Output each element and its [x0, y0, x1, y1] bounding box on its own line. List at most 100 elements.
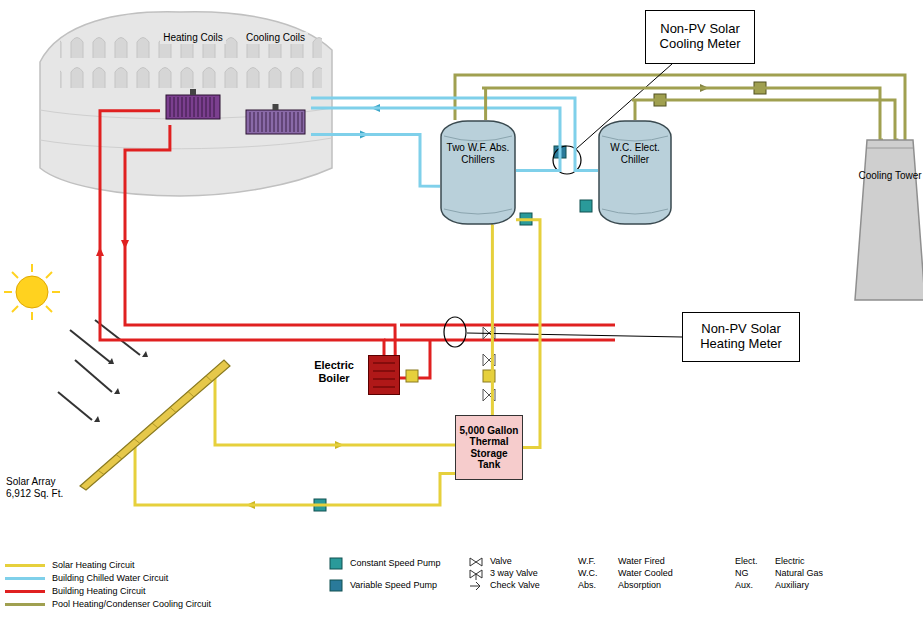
node-outline — [368, 355, 400, 395]
illustration-part — [75, 360, 112, 392]
node-outline-part — [206, 97, 207, 117]
node-outline — [598, 120, 672, 225]
legend-text: Building Chilled Water Circuit — [52, 573, 168, 583]
legend-swatch — [5, 603, 45, 606]
node-outline-part — [194, 97, 195, 117]
legend-text: Variable Speed Pump — [350, 580, 437, 590]
abbreviation-key: Electric — [775, 556, 805, 567]
legend-entry: Pool Heating/Condenser Cooling Circuit — [52, 599, 211, 610]
pipe-connector — [311, 108, 560, 170]
node-outline-part — [302, 112, 303, 132]
legend-entry: Solar Heating Circuit — [52, 560, 135, 571]
node-outline-part — [274, 112, 275, 132]
abbreviation-key: W.C. — [578, 568, 598, 579]
node-outline-part — [190, 97, 191, 117]
illustration-part — [40, 12, 332, 196]
node-outline-part — [202, 97, 203, 117]
node-outline-part — [134, 439, 140, 444]
node-outline-part — [188, 392, 194, 398]
illustration-part — [70, 330, 110, 362]
legend-entry: Valve — [490, 556, 512, 567]
node-outline-part — [266, 112, 267, 132]
node-outline-part — [178, 97, 179, 117]
legend-text: Building Heating Circuit — [52, 586, 146, 596]
abbreviation-key: Natural Gas — [775, 568, 823, 579]
node-outline — [240, 30, 311, 140]
illustration-part — [4, 264, 60, 320]
node-outline-part — [98, 470, 104, 474]
abbreviation-key: W.F. — [578, 556, 596, 567]
illustration-part — [330, 558, 342, 569]
illustration-part — [470, 582, 480, 590]
pipe-connector — [215, 376, 455, 445]
node-outline-part — [174, 97, 175, 117]
node-outline-part — [182, 97, 183, 117]
node-outline-part — [262, 112, 263, 132]
coil-unit: Heating Coils — [160, 30, 226, 125]
node-outline-part — [166, 95, 220, 119]
pipe-connector — [125, 125, 395, 355]
node-outline-part — [855, 140, 923, 300]
legend-entry: Building Chilled Water Circuit — [52, 573, 168, 584]
legend-text: Pool Heating/Condenser Cooling Circuit — [52, 599, 211, 609]
illustration-part — [12, 272, 18, 278]
legend-entry: Variable Speed Pump — [350, 580, 437, 591]
node-outline — [80, 360, 230, 490]
illustration-part — [384, 339, 615, 342]
illustration-part — [94, 351, 148, 422]
node-outline-part — [444, 136, 512, 141]
illustration-part — [470, 558, 482, 566]
node-outline-part — [190, 89, 196, 95]
legend-text: Solar Heating Circuit — [52, 560, 135, 570]
illustration-part — [580, 200, 592, 212]
node-outline-part — [273, 104, 279, 110]
legend-entry: Constant Speed Pump — [350, 558, 441, 569]
abbreviation-key: Abs. — [578, 580, 596, 591]
node-outline-part — [282, 112, 283, 132]
node-outline-part — [286, 112, 287, 132]
node-outline-part — [683, 313, 800, 362]
legend-swatch — [5, 564, 45, 567]
illustration-part — [52, 291, 60, 293]
node-outline-part — [373, 363, 395, 364]
solar-array: Solar Array 6,912 Sq. Ft. — [80, 360, 230, 490]
node-outline-part — [599, 121, 671, 224]
node-outline-part — [214, 97, 215, 117]
node-outline-part — [373, 371, 395, 372]
node-label: Non-PV Solar Heating Meter — [682, 322, 800, 352]
node-outline-part — [206, 376, 212, 382]
pipe-connector — [100, 111, 384, 355]
pipe-connector — [311, 135, 440, 187]
node-outline-part — [250, 112, 251, 132]
callout-box: Non-PV Solar Heating Meter — [682, 312, 800, 362]
storage-tank: 5,000 Gallon Thermal Storage Tank — [455, 415, 523, 480]
legend-entry: Check Valve — [490, 580, 540, 591]
abbreviation-key: Water Fired — [618, 556, 665, 567]
node-outline-part — [294, 112, 295, 132]
cooling-tower: Cooling Tower — [855, 140, 923, 300]
coil-unit: Cooling Coils — [240, 30, 311, 140]
node-outline-part — [198, 97, 199, 117]
pipe-connector — [516, 220, 540, 448]
pipe-connector — [491, 225, 495, 415]
node-label: Cooling Tower — [855, 170, 923, 182]
callout-box: Non-PV Solar Cooling Meter — [645, 10, 755, 64]
illustration-part — [31, 264, 33, 272]
node-outline-part — [373, 379, 395, 380]
node-outline-part — [270, 112, 271, 132]
illustration-part — [330, 580, 342, 591]
illustration-part — [444, 317, 466, 347]
illustration-part — [16, 276, 48, 308]
node-outline-part — [602, 136, 668, 141]
legend-text: 3 way Valve — [490, 568, 538, 578]
node-outline-part — [867, 148, 913, 149]
node-outline-part — [170, 97, 171, 117]
node-outline-part — [456, 416, 523, 480]
node-outline-part — [80, 360, 230, 490]
chiller-vessel: W.C. Elect. Chiller — [598, 120, 672, 225]
node-label: Cooling Coils — [243, 32, 308, 44]
node-outline-part — [116, 455, 122, 460]
abbreviation-key: Absorption — [618, 580, 661, 591]
illustration-part — [60, 30, 322, 92]
